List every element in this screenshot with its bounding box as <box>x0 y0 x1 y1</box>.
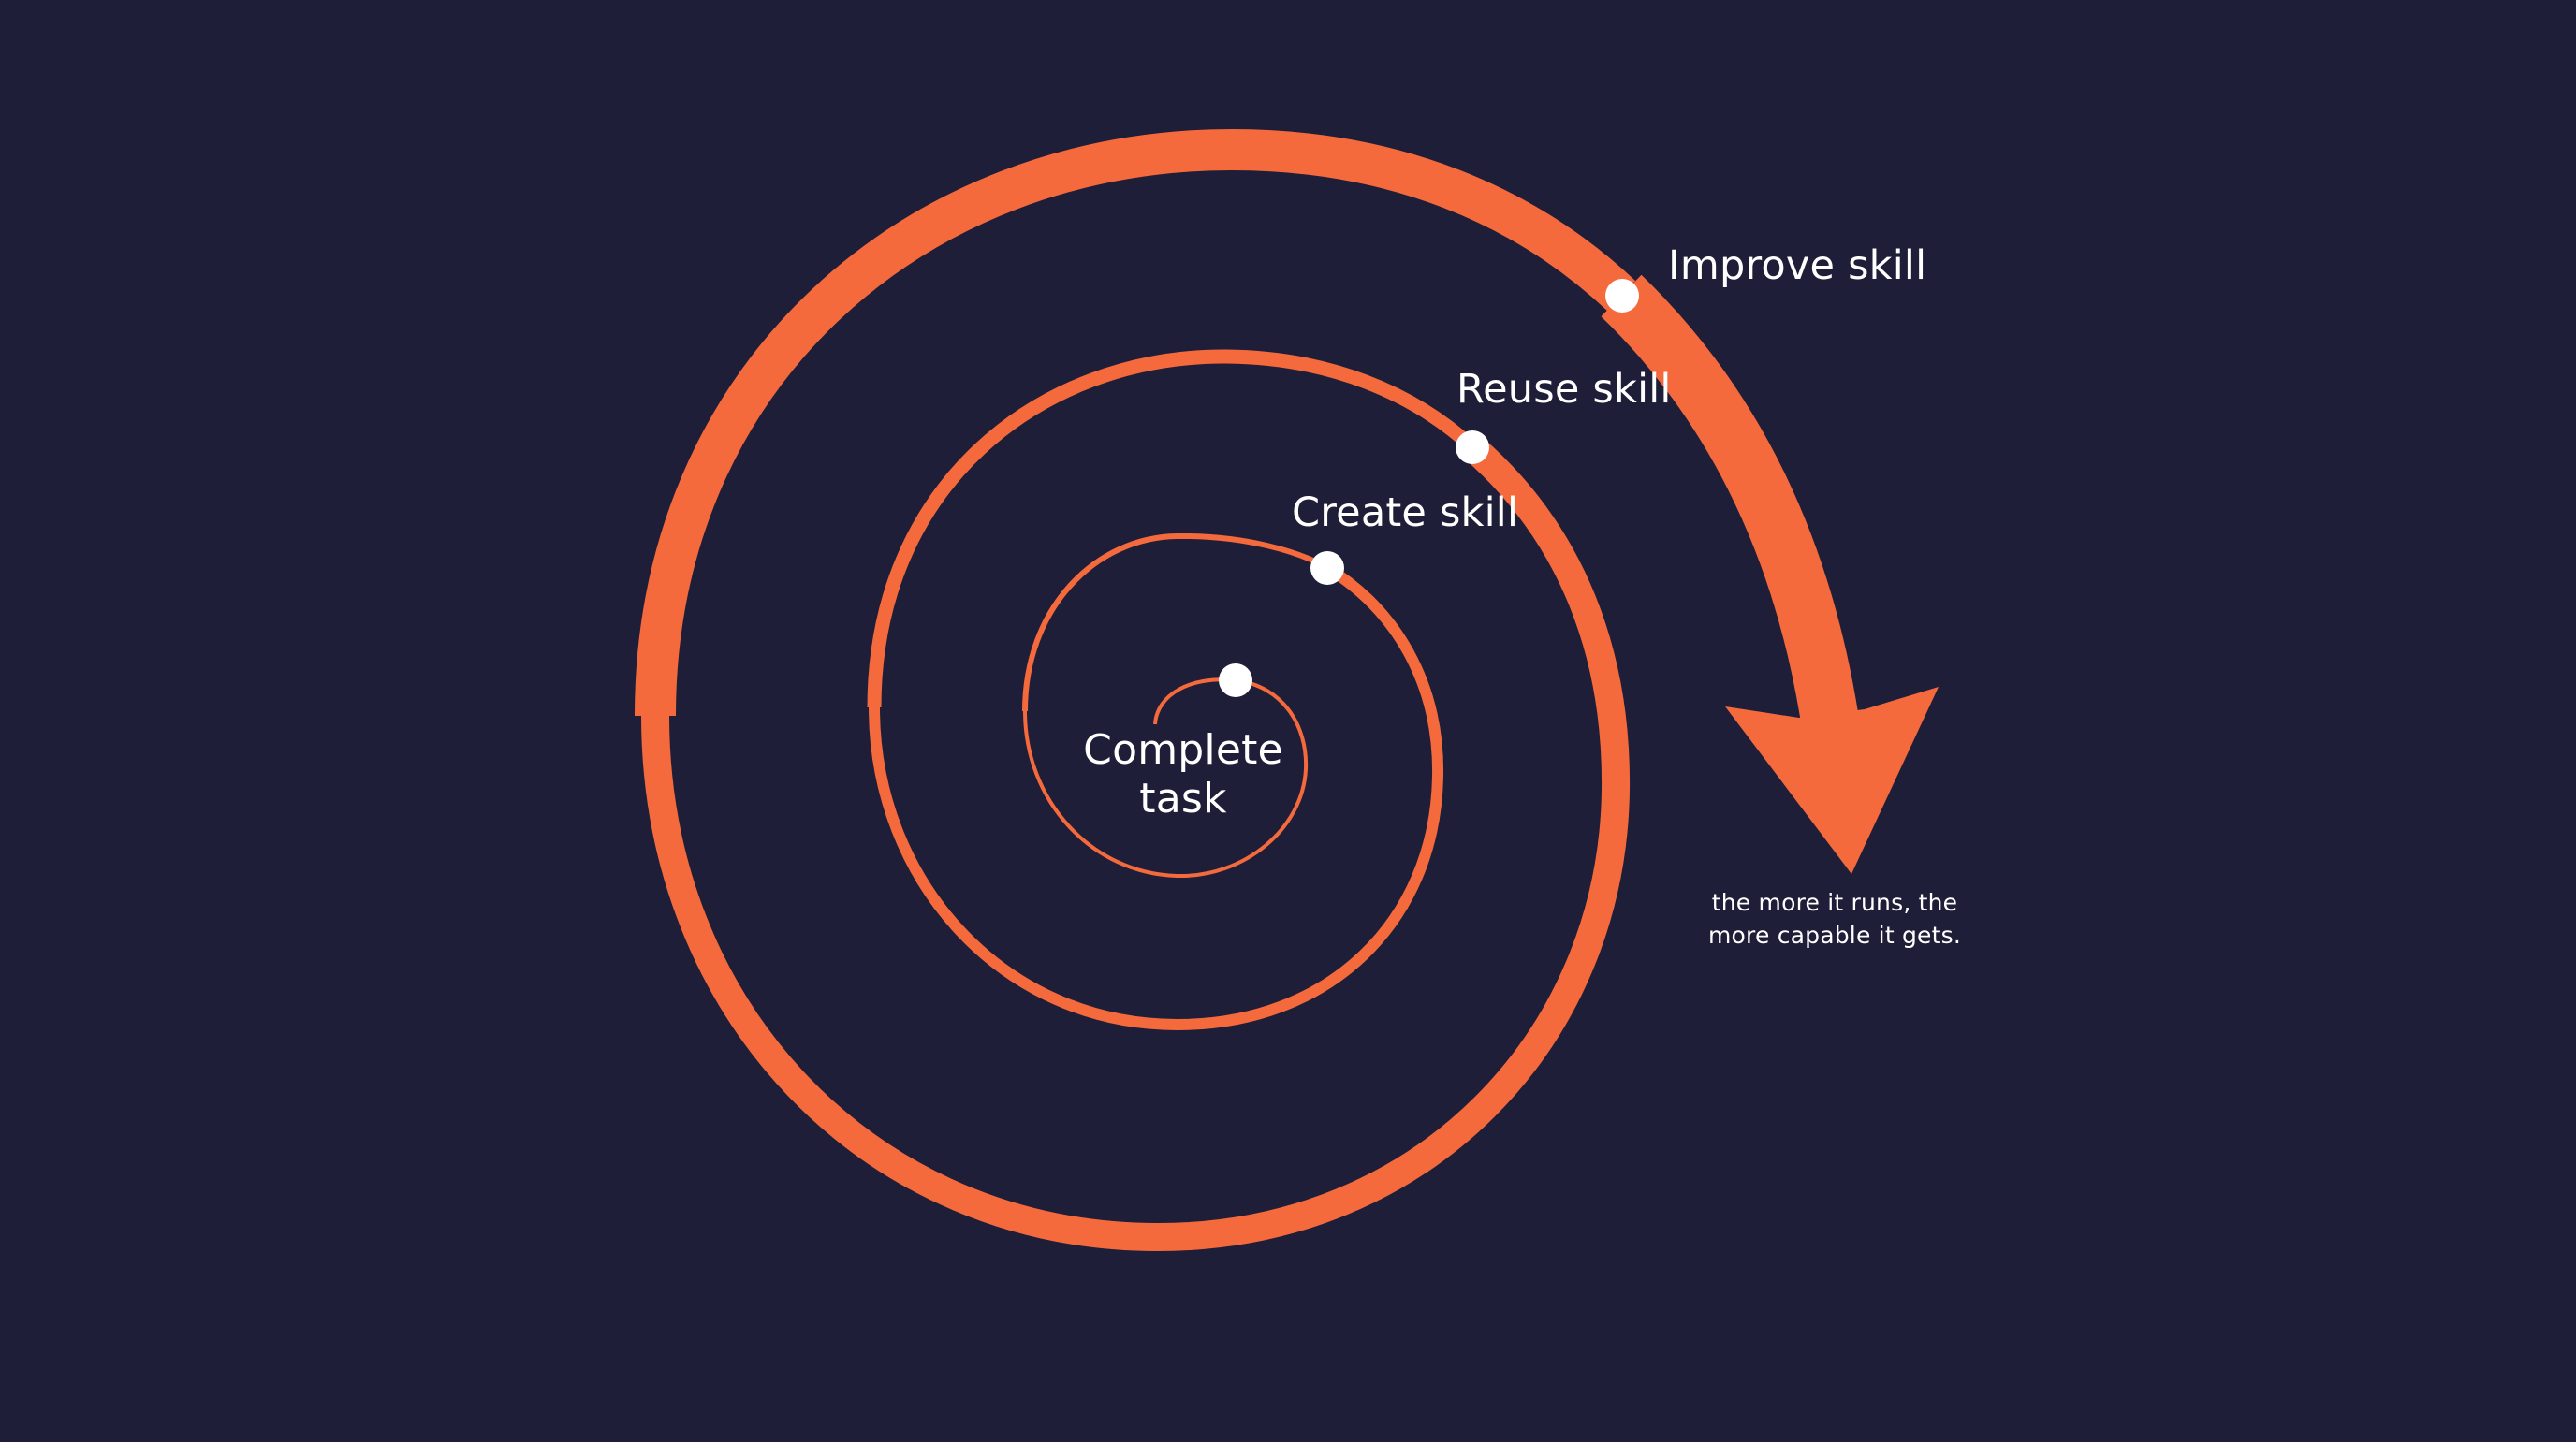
stage-dot-reuse-skill[interactable] <box>1456 430 1489 464</box>
stage-label-improve-skill: Improve skill <box>1668 242 1927 289</box>
spiral-segment-middle-lower <box>869 562 1444 1031</box>
spiral-segment-innermost <box>1023 677 1309 879</box>
spiral-segment-inner <box>1022 532 1329 712</box>
stage-label-reuse-skill: Reuse skill <box>1456 366 1672 413</box>
stage-dot-improve-skill[interactable] <box>1605 279 1639 313</box>
center-label-line1: Complete <box>1083 726 1283 774</box>
center-label-line2: task <box>1139 775 1227 823</box>
caption-line2: more capable it gets. <box>1707 922 1962 949</box>
stage-dot-create-skill[interactable] <box>1310 551 1344 585</box>
stage-label-create-skill: Create skill <box>1292 489 1519 536</box>
stage-dot-complete-task[interactable] <box>1219 663 1252 697</box>
arrow-head-icon <box>1725 687 1939 874</box>
spiral-segment-outer-upper <box>635 128 1636 717</box>
spiral-segment-middle-upper <box>867 349 1477 708</box>
caption: the more it runs, the more capable it ge… <box>1676 886 1994 952</box>
center-label: Complete task <box>1043 726 1324 823</box>
arrow-shaft <box>1601 274 1859 725</box>
caption-line1: the more it runs, the <box>1711 889 1958 916</box>
spiral-segment-outer-lower <box>641 435 1631 1252</box>
